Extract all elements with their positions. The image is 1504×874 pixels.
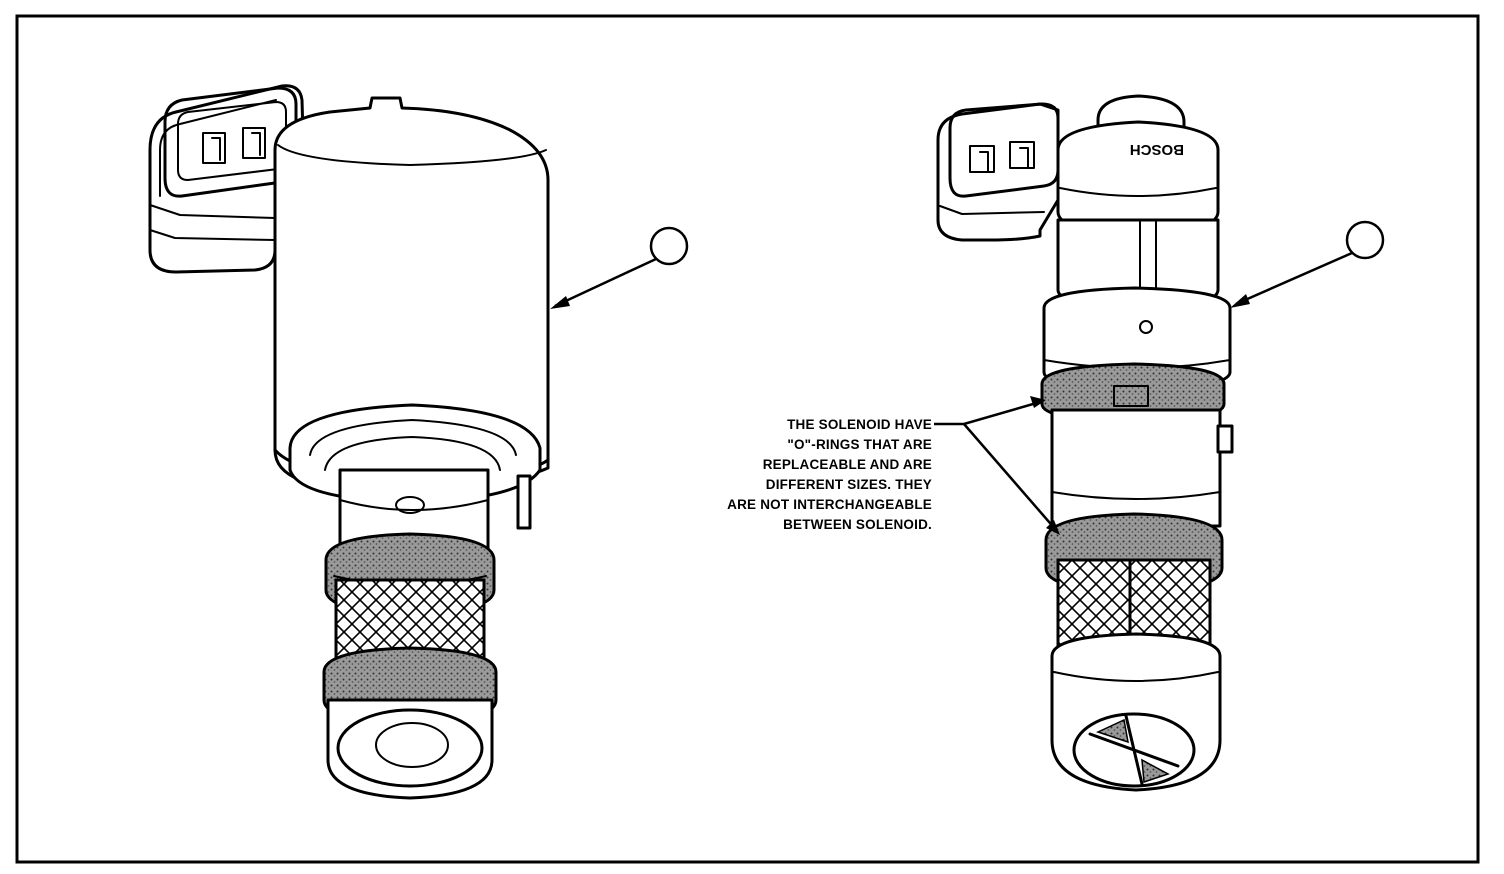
left-callout xyxy=(550,226,689,309)
right-callout-arrowhead xyxy=(1230,294,1250,308)
solenoid-left-icon xyxy=(148,84,550,800)
annotation-arrowhead-upper xyxy=(1030,396,1046,408)
annotation-arrowhead-lower xyxy=(1046,520,1060,535)
brand-label: BOSCH xyxy=(1130,141,1184,158)
annotation-line-3: REPLACEABLE AND ARE xyxy=(763,457,932,472)
annotation-block: THE SOLENOID HAVE "O"-RINGS THAT ARE REP… xyxy=(727,396,1060,535)
annotation-line-6: BETWEEN SOLENOID. xyxy=(783,517,932,532)
annotation-line-5: ARE NOT INTERCHANGEABLE xyxy=(727,497,932,512)
diagram-frame xyxy=(15,14,1480,864)
right-callout xyxy=(1230,220,1385,308)
annotation-line-4: DIFFERENT SIZES. THEY xyxy=(766,477,932,492)
annotation-line-2: "O"-RINGS THAT ARE xyxy=(787,437,932,452)
annotation-leader-lower xyxy=(963,423,1057,531)
annotation-line-1: THE SOLENOID HAVE xyxy=(787,417,932,432)
right-callout-leader xyxy=(1235,251,1353,306)
solenoid-bosch-icon: BOSCH xyxy=(936,94,1234,792)
left-callout-leader xyxy=(554,257,657,308)
callout-circle-icon xyxy=(1345,220,1385,260)
callout-circle-icon xyxy=(649,226,689,266)
annotation-leader xyxy=(934,400,1041,426)
left-callout-arrowhead xyxy=(550,296,570,309)
